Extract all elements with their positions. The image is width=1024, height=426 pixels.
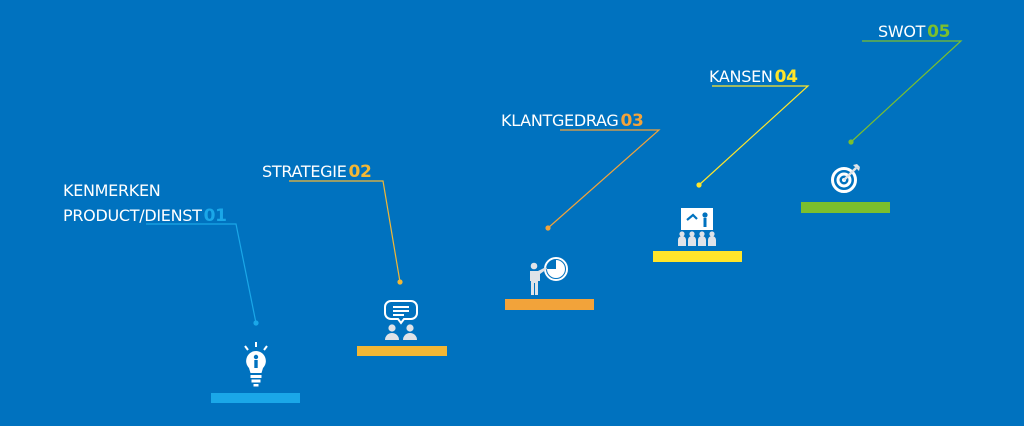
step-1-dot — [253, 320, 259, 326]
step-3-platform — [505, 299, 594, 310]
step-3-dot — [545, 225, 551, 231]
step-2-title: STRATEGIE — [262, 162, 347, 181]
step-1-number: 01 — [203, 206, 227, 226]
step-2-platform — [357, 346, 447, 356]
step-5-platform — [801, 202, 890, 213]
step-5-connector — [850, 40, 963, 143]
discussion-icon — [384, 300, 418, 340]
step-5-dot — [848, 139, 854, 145]
step-3-title: KLANTGEDRAG — [501, 111, 619, 130]
step-2-connector — [289, 180, 401, 283]
step-1-connector — [146, 223, 257, 324]
step-3-connector — [547, 129, 661, 229]
step-3-number: 03 — [620, 111, 644, 131]
presenter-chart-icon — [530, 257, 568, 295]
step-1-title-line1: KENMERKEN — [63, 181, 161, 200]
step-5-title: SWOT — [878, 22, 926, 41]
target-icon — [831, 164, 860, 193]
step-4-number: 04 — [774, 67, 798, 87]
step-5-number: 05 — [927, 22, 951, 42]
step-1-platform — [211, 393, 300, 403]
step-4-dot — [696, 182, 702, 188]
step-4-connector — [698, 85, 810, 186]
step-2-dot — [397, 279, 403, 285]
step-4-platform — [653, 251, 742, 262]
step-4-title: KANSEN — [709, 67, 773, 86]
step-2-number: 02 — [348, 162, 372, 182]
audience-presentation-icon — [678, 208, 716, 246]
lightbulb-icon — [244, 342, 268, 387]
step-1-title: PRODUCT/DIENST — [63, 206, 202, 225]
